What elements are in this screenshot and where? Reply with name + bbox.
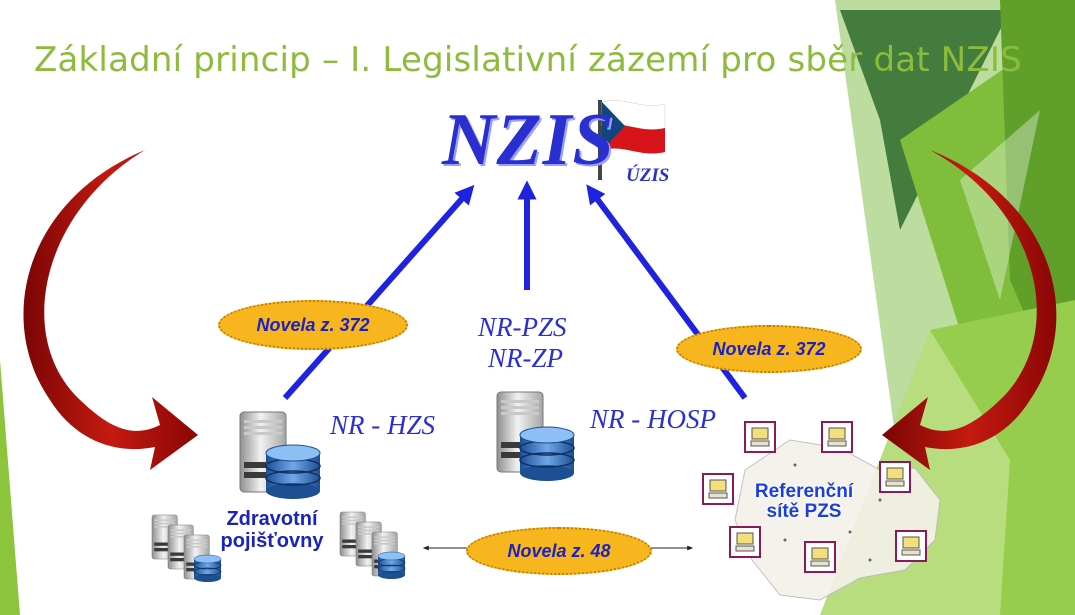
amendment-left-ellipse: Novela z. 372 (218, 300, 408, 350)
reference-network-label: Referenční sítě PZS (734, 482, 874, 522)
insurance-label: Zdravotní pojišťovny (212, 508, 332, 552)
amendment-right-ellipse: Novela z. 372 (676, 325, 862, 373)
reference-label-line2: sítě PZS (766, 501, 842, 522)
nr-pzs-label: NR-PZS (478, 312, 567, 342)
nzis-logo-text: NZIS (442, 99, 615, 181)
amendment-bottom-label: Novela z. 48 (507, 540, 611, 561)
amendment-right-label: Novela z. 372 (712, 338, 826, 359)
amendment-left-label: Novela z. 372 (256, 314, 370, 335)
amendment-bottom-ellipse: Novela z. 48 (466, 527, 652, 575)
reference-label-line1: Referenční (754, 481, 854, 502)
insurance-label-line2: pojišťovny (220, 530, 324, 552)
insurance-label-line1: Zdravotní (226, 508, 318, 530)
nr-hosp-label: NR - HOSP (590, 404, 716, 434)
slide-title: Základní princip – I. Legislativní zázem… (34, 40, 1022, 80)
nr-zp-label: NR-ZP (488, 343, 564, 373)
nr-hzs-label: NR - HZS (330, 410, 436, 440)
uzis-label: ÚZIS (626, 165, 670, 186)
